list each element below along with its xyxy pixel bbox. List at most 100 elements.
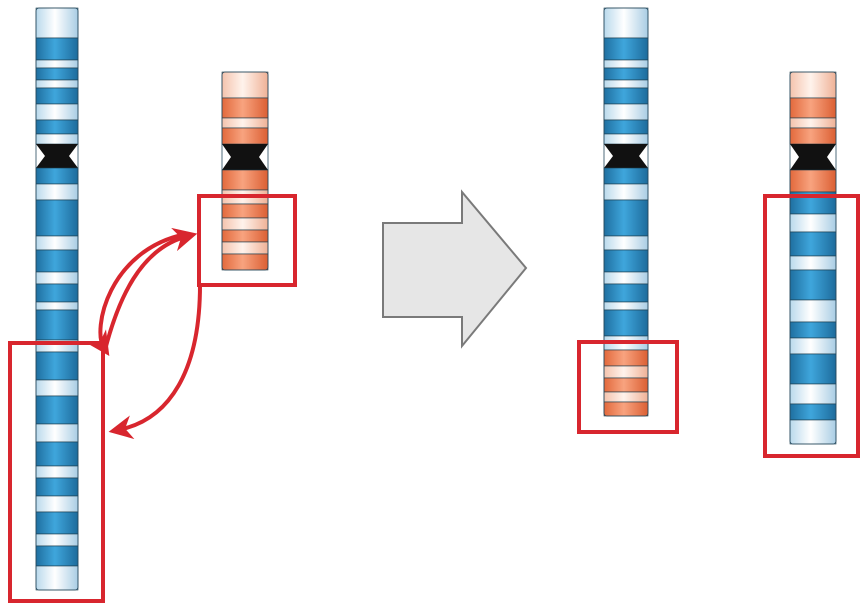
chromosome-band xyxy=(603,365,649,379)
chromosome-band xyxy=(603,309,649,337)
chromosome-band xyxy=(35,379,79,397)
chromosome-band xyxy=(603,301,649,311)
chromosome-band xyxy=(35,103,79,121)
chromosome-band xyxy=(603,87,649,105)
chromosome-band xyxy=(789,299,837,323)
chromosome-band xyxy=(603,7,649,39)
chromosome-band xyxy=(603,119,649,135)
chromosome-outline xyxy=(221,71,269,271)
chromosome-band xyxy=(603,401,649,417)
chromosome-band xyxy=(603,349,649,367)
chromosome-band xyxy=(35,395,79,425)
centromere xyxy=(604,144,648,168)
chromosome-band xyxy=(221,71,269,99)
chromosome-band xyxy=(35,67,79,81)
chromosome-band xyxy=(35,167,79,185)
highlight-box-b-after-segment xyxy=(763,194,860,458)
chromosome-band xyxy=(35,495,79,513)
chromosome-band xyxy=(35,235,79,251)
chromosome-band xyxy=(35,309,79,341)
chromosome-band xyxy=(603,199,649,237)
chromosome-band xyxy=(35,133,79,145)
chromosome-band xyxy=(35,545,79,567)
chromosome-band xyxy=(603,167,649,185)
chromosome-band xyxy=(35,283,79,303)
chromosome-band xyxy=(789,127,837,145)
chromosome-a-after xyxy=(603,7,649,417)
highlight-box-a-segment xyxy=(8,341,105,603)
chromosome-band xyxy=(789,213,837,233)
right-arrow-icon xyxy=(382,189,528,349)
chromosome-band xyxy=(35,249,79,273)
chromosome-band xyxy=(789,321,837,339)
chromosome-band xyxy=(603,37,649,61)
chromosome-band xyxy=(35,565,79,591)
chromosome-band xyxy=(603,271,649,285)
chromosome-band xyxy=(35,423,79,443)
double-headed-curved-arrow-icon xyxy=(103,227,198,351)
chromosome-band xyxy=(35,183,79,201)
chromosome-outline xyxy=(603,7,649,417)
chromosome-b-before xyxy=(221,71,269,271)
chromosome-band xyxy=(603,133,649,145)
chromosome-band xyxy=(35,59,79,69)
chromosome-band xyxy=(603,235,649,251)
chromosome-band xyxy=(789,419,837,445)
chromosome-band xyxy=(789,383,837,405)
chromosome-band xyxy=(35,441,79,467)
chromosome-band xyxy=(35,37,79,61)
chromosome-band xyxy=(221,241,269,255)
chromosome-band xyxy=(221,203,269,219)
chromosome-band xyxy=(221,127,269,145)
chromosome-band xyxy=(35,87,79,105)
chromosome-band xyxy=(35,199,79,237)
chromosome-band xyxy=(221,169,269,191)
chromosome-band xyxy=(603,283,649,303)
chromosome-band xyxy=(789,71,837,99)
chromosome-outline xyxy=(35,7,79,591)
chromosome-b-after xyxy=(789,71,837,445)
chromosome-a-before xyxy=(35,7,79,591)
centromere xyxy=(790,144,836,170)
chromosome-band xyxy=(789,169,837,193)
chromosome-band xyxy=(603,59,649,69)
exchange-arrow-upper xyxy=(86,232,187,357)
chromosome-band xyxy=(789,255,837,271)
chromosome-band xyxy=(35,477,79,497)
chromosome-band xyxy=(221,229,269,243)
chromosome-band xyxy=(35,533,79,547)
chromosome-band xyxy=(35,465,79,479)
chromosome-band xyxy=(35,79,79,89)
chromosome-band xyxy=(603,103,649,121)
chromosome-outline xyxy=(789,71,837,445)
chromosome-band xyxy=(221,97,269,119)
chromosome-band xyxy=(789,353,837,385)
chromosome-band xyxy=(789,403,837,421)
chromosome-band xyxy=(35,301,79,311)
chromosome-band xyxy=(603,67,649,81)
chromosome-band xyxy=(603,249,649,273)
chromosome-band xyxy=(789,231,837,257)
chromosome-band xyxy=(221,253,269,271)
chromosome-band xyxy=(35,271,79,285)
highlight-box-a-after-segment xyxy=(577,340,679,434)
highlight-box-b-segment xyxy=(197,194,297,287)
exchange-arrow-lower xyxy=(108,284,202,440)
chromosome-band xyxy=(221,117,269,129)
chromosome-band xyxy=(603,377,649,393)
chromosome-band xyxy=(603,79,649,89)
chromosome-band xyxy=(35,119,79,135)
chromosome-band xyxy=(221,217,269,231)
centromere xyxy=(36,144,78,168)
centromere xyxy=(222,144,268,170)
chromosome-band xyxy=(789,269,837,301)
chromosome-band xyxy=(603,183,649,201)
chromosome-band xyxy=(789,117,837,129)
chromosome-band xyxy=(35,351,79,381)
chromosome-band xyxy=(789,337,837,355)
chromosome-band xyxy=(603,391,649,403)
chromosome-band xyxy=(35,511,79,535)
chromosome-band xyxy=(789,97,837,119)
